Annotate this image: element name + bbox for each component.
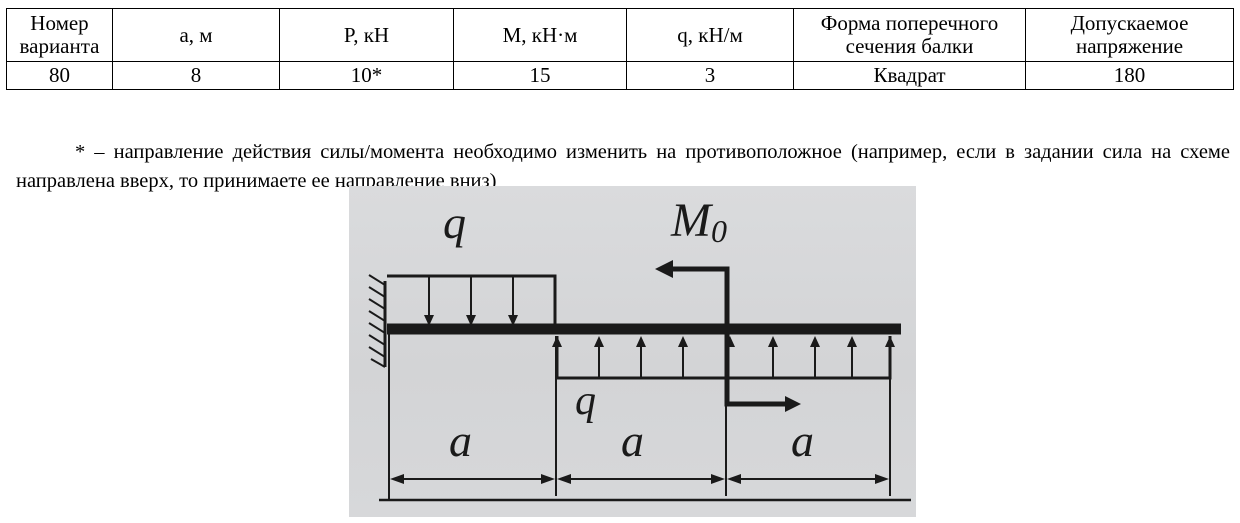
- value-p: 10*: [279, 61, 454, 90]
- load-label-top: q: [443, 197, 466, 248]
- header-p: P, кН: [279, 8, 454, 62]
- span-label-3: a: [791, 415, 814, 466]
- header-variant-number: Номер варианта: [6, 8, 113, 62]
- beam-scheme-photo: q q M0 a a a: [349, 186, 916, 517]
- value-section-shape: Квадрат: [793, 61, 1026, 90]
- top-load-outline: [387, 274, 557, 324]
- header-m: М, кН·м: [453, 8, 627, 62]
- header-section-shape: Форма поперечного сечения балки: [793, 8, 1026, 62]
- value-variant-number: 80: [6, 61, 113, 90]
- span-label-1: a: [449, 415, 472, 466]
- load-label-bottom: q: [575, 378, 596, 424]
- value-a: 8: [112, 61, 280, 90]
- header-a: a, м: [112, 8, 280, 62]
- bottom-load-outline: [555, 336, 892, 380]
- value-allowable-stress: 180: [1025, 61, 1234, 90]
- header-q: q, кН/м: [626, 8, 794, 62]
- header-allowable-stress: Допускаемое напряжение: [1025, 8, 1234, 62]
- value-q: 3: [626, 61, 794, 90]
- parameters-table: Номер варианта a, м P, кН М, кН·м q, кН/…: [6, 8, 1234, 90]
- top-load-arrows: [428, 276, 514, 322]
- moment-label: M0: [670, 194, 727, 249]
- table-header-row: Номер варианта a, м P, кН М, кН·м q, кН/…: [6, 8, 1234, 62]
- bottom-load-arrows: [598, 342, 853, 378]
- value-m: 15: [453, 61, 627, 90]
- dimension-lines: [379, 334, 911, 502]
- beam-scheme: q q M0 a a a: [368, 194, 911, 502]
- wall-hatching: [368, 274, 386, 368]
- table-row: 80 8 10* 15 3 Квадрат 180: [6, 61, 1234, 90]
- span-label-2: a: [621, 415, 644, 466]
